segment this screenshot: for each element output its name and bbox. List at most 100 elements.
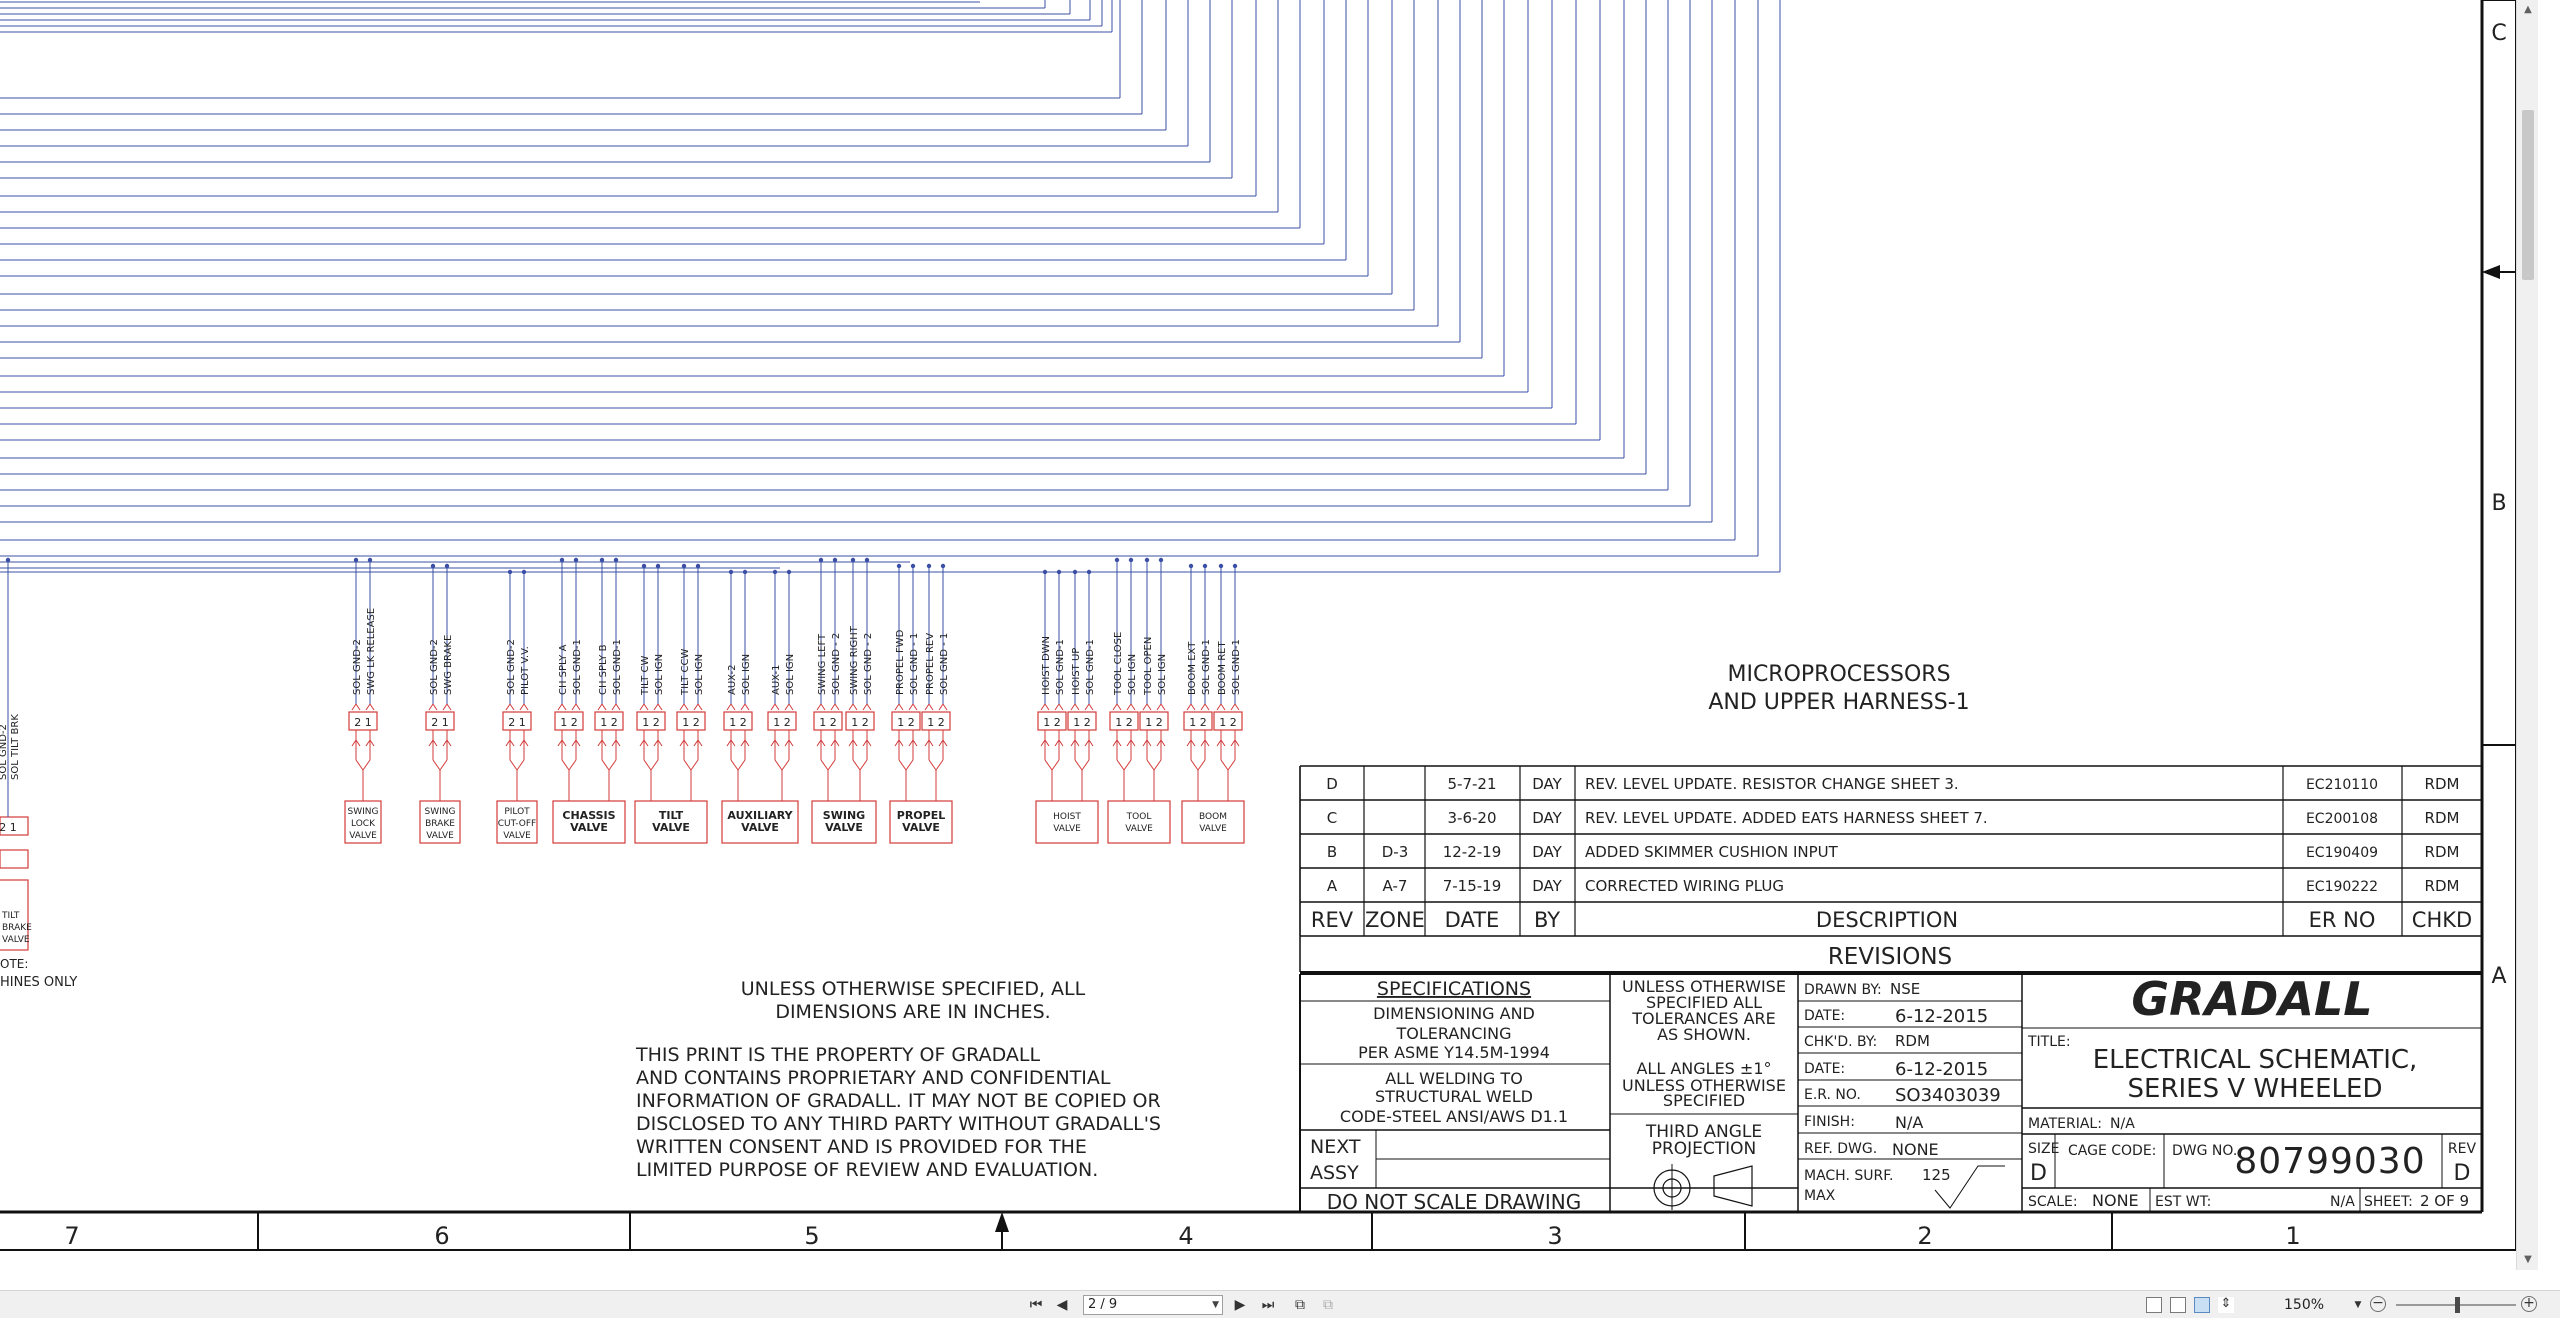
rev-label: REV [2448,1141,2477,1157]
est-wt-label: EST WT: [2155,1194,2211,1210]
wire-label: AUX-1 [771,665,782,695]
revision-er-no: EC200108 [2306,811,2378,827]
connector-housing [425,711,455,731]
valve-label: VALVE [570,821,608,834]
specification-line: STRUCTURAL WELD [1375,1087,1533,1106]
tolerance-line: AS SHOWN. [1657,1025,1751,1044]
mach-surf-value: 125 [1922,1166,1951,1184]
zoom-in-icon[interactable]: + [2521,1296,2537,1312]
chkd-date-value: 6-12-2015 [1895,1059,1988,1080]
zoom-out-icon[interactable]: − [2370,1296,2386,1312]
wire-label: SOL GND-1 [612,639,623,695]
vertical-scroll-thumb[interactable] [2522,110,2534,280]
scroll-down-icon[interactable]: ▼ [2524,1254,2532,1265]
pin-chevron-icon [924,739,934,747]
first-page-icon[interactable]: ⏮ [1029,1297,1043,1313]
specification-line: TOLERANCING [1395,1024,1511,1043]
connector-lead [928,759,937,771]
continuous-view-icon[interactable] [2170,1297,2186,1313]
revision-chkd: RDM [2425,775,2460,793]
zone-label-bottom: 5 [804,1222,819,1250]
revision-rev: D [1326,775,1338,793]
zoom-level[interactable]: 150% [2284,1297,2325,1313]
projection-label: THIRD ANGLE [1645,1122,1762,1142]
valve-label: PROPEL [897,809,945,822]
scroll-up-icon[interactable]: ▲ [2524,4,2532,15]
connector-pin-label: 1 2 [560,716,578,729]
connector-lead [1197,759,1206,771]
pin-chevron-icon [571,703,581,711]
revision-header: DATE [1445,908,1500,932]
specification-line: CODE-STEEL ANSI/AWS D1.1 [1340,1107,1568,1126]
valve-label: VALVE [2,935,30,945]
pin-chevron-icon [816,739,826,747]
next-page-icon[interactable]: ▶ [1234,1297,1246,1313]
drawn-by-value: NSE [1890,980,1920,998]
property-note: WRITTEN CONSENT AND IS PROVIDED FOR THE [636,1136,1087,1158]
single-page-view-icon[interactable] [2146,1297,2162,1313]
chevron-down-icon[interactable]: ▼ [1212,1300,1219,1310]
finish-label: FINISH: [1804,1114,1855,1130]
connector-lead [601,759,610,771]
pin-chevron-icon [894,703,904,711]
wire-label: TOOL CLOSE [1113,632,1124,696]
connector-pin-label: 1 2 [1145,716,1163,729]
pin-chevron-icon [862,703,872,711]
previous-page-icon[interactable]: ◀ [1056,1297,1068,1313]
exchange-pages-icon[interactable]: ⧉ [1295,1297,1305,1313]
pin-chevron-icon [1126,739,1136,747]
pin-chevron-icon [1040,739,1050,747]
wire-label: TOOL OPEN [1143,637,1154,696]
pin-chevron-icon [428,703,438,711]
wire-label: HOIST UP [1071,648,1082,695]
dimension-note: DIMENSIONS ARE IN INCHES. [775,1001,1050,1023]
pin-chevron-icon [1142,739,1152,747]
last-page-icon[interactable]: ⏭ [1261,1297,1275,1313]
valve-label: VALVE [349,831,377,841]
pin-chevron-icon [1040,703,1050,711]
pin-chevron-icon [639,703,649,711]
revision-by: DAY [1532,809,1562,827]
wire-label: SOL GND - 2 [863,633,874,695]
connector-lead [561,759,570,771]
two-page-view-icon[interactable] [2194,1297,2210,1313]
vertical-scrollbar[interactable]: ▲ ▼ [2516,0,2538,1270]
pin-chevron-icon [894,739,904,747]
tolerance-line: UNLESS OTHERWISE [1622,977,1786,996]
wire-junction-dot [507,569,513,575]
connector-lead [439,759,448,771]
revision-header: ZONE [1365,908,1425,932]
pin-chevron-icon [505,739,515,747]
valve-label: VALVE [426,831,454,841]
pin-chevron-icon [1216,739,1226,747]
connector-housing [676,711,706,731]
wire-label: SOL GND-2 [506,639,517,695]
pin-chevron-icon [938,739,948,747]
note-label: OTE: [0,957,28,971]
revision-by: DAY [1532,877,1562,895]
page-number-field[interactable]: 2 / 9▼ [1083,1295,1223,1315]
wire-label: SOL IGN [694,654,705,695]
book-mode-icon[interactable]: ⇕ [2218,1297,2234,1313]
connector-pin-label: 2 1 [431,716,449,729]
note-text: HINES ONLY [0,975,77,990]
scale-label: SCALE: [2028,1194,2078,1210]
wire-junction-dot [559,557,565,563]
wire-label: SOL IGN [1127,654,1138,695]
wire-label: SOL IGN [654,654,665,695]
drawing-title: ELECTRICAL SCHEMATIC, [2093,1045,2418,1075]
valve-label: VALVE [825,821,863,834]
zoom-slider-thumb[interactable] [2455,1297,2460,1313]
connector-lead [1146,759,1155,771]
wire-junction-dot [1056,569,1062,575]
zoom-dropdown-icon[interactable]: ▼ [2354,1300,2362,1310]
tolerance-line: SPECIFIED ALL [1646,993,1762,1012]
wire-junction-dot [818,557,824,563]
book-view-icon[interactable]: ⧉ [1323,1297,1333,1313]
valve-box [344,800,382,844]
valve-label: SWING [348,807,379,817]
wire-junction-dot [655,563,661,569]
valve-label: PILOT [504,807,530,817]
wire-label: TILT CCW [680,648,691,696]
